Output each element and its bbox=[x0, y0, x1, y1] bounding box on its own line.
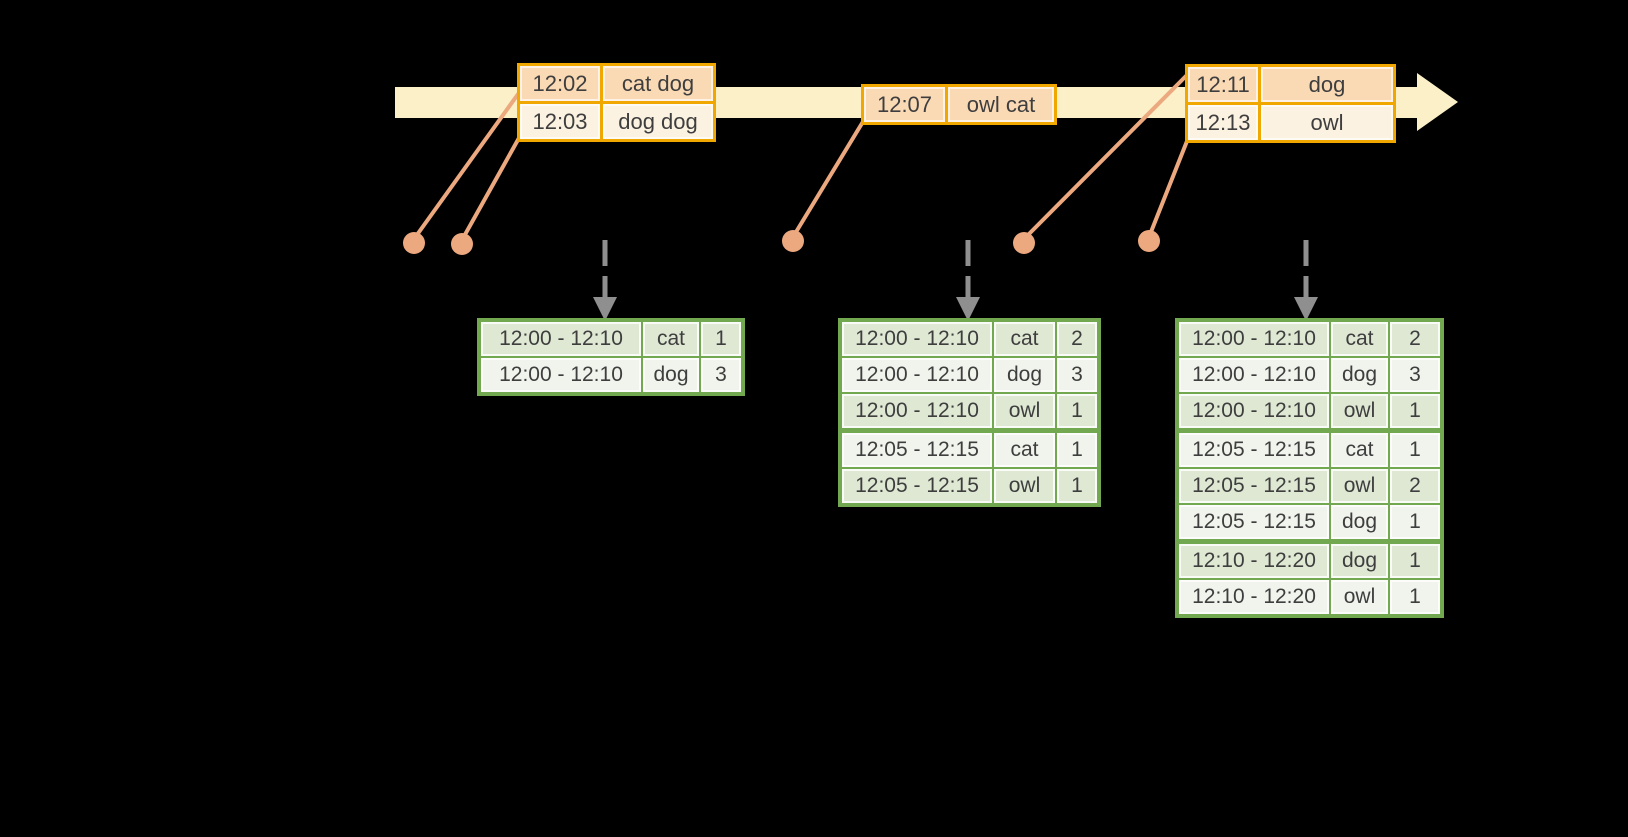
count-cell: 1 bbox=[1390, 394, 1440, 428]
word-cell: owl bbox=[994, 394, 1055, 428]
event-words-cell: dog dog bbox=[603, 104, 713, 139]
word-cell: dog bbox=[1331, 505, 1388, 539]
window-cell: 12:00 - 12:10 bbox=[481, 358, 641, 392]
event-time-cell: 12:03 bbox=[520, 104, 600, 139]
count-cell: 1 bbox=[1057, 433, 1097, 467]
word-cell: dog bbox=[994, 358, 1055, 392]
word-cell: cat bbox=[994, 433, 1055, 467]
word-cell: owl bbox=[994, 469, 1055, 503]
window-cell: 12:05 - 12:15 bbox=[842, 433, 992, 467]
count-cell: 1 bbox=[1390, 433, 1440, 467]
window-cell: 12:10 - 12:20 bbox=[1179, 544, 1329, 578]
window-cell: 12:05 - 12:15 bbox=[1179, 505, 1329, 539]
count-cell: 1 bbox=[1057, 394, 1097, 428]
word-cell: dog bbox=[1331, 544, 1388, 578]
window-cell: 12:05 - 12:15 bbox=[1179, 469, 1329, 503]
count-cell: 2 bbox=[1390, 322, 1440, 356]
count-cell: 2 bbox=[1057, 322, 1097, 356]
count-cell: 3 bbox=[1390, 358, 1440, 392]
word-cell: owl bbox=[1331, 469, 1388, 503]
window-cell: 12:00 - 12:10 bbox=[842, 322, 992, 356]
window-cell: 12:00 - 12:10 bbox=[481, 322, 641, 356]
event-time-cell: 12:07 bbox=[864, 87, 945, 122]
window-cell: 12:00 - 12:10 bbox=[1179, 322, 1329, 356]
event-words-cell: cat dog bbox=[603, 66, 713, 101]
count-cell: 3 bbox=[701, 358, 741, 392]
event-connector-line bbox=[460, 127, 526, 242]
event-dot bbox=[782, 230, 804, 252]
event-time-cell: 12:02 bbox=[520, 66, 600, 101]
timeline-arrowhead-icon bbox=[1417, 73, 1458, 131]
event-dot bbox=[451, 233, 473, 255]
window-cell: 12:05 - 12:15 bbox=[1179, 433, 1329, 467]
word-cell: cat bbox=[1331, 322, 1388, 356]
event-dot bbox=[1013, 232, 1035, 254]
event-words-cell: owl bbox=[1261, 105, 1393, 140]
window-cell: 12:00 - 12:10 bbox=[1179, 394, 1329, 428]
count-cell: 1 bbox=[1390, 505, 1440, 539]
event-time-cell: 12:11 bbox=[1188, 67, 1258, 102]
count-cell: 2 bbox=[1390, 469, 1440, 503]
window-cell: 12:00 - 12:10 bbox=[1179, 358, 1329, 392]
word-cell: owl bbox=[1331, 394, 1388, 428]
event-time-cell: 12:13 bbox=[1188, 105, 1258, 140]
window-cell: 12:10 - 12:20 bbox=[1179, 580, 1329, 614]
word-cell: owl bbox=[1331, 580, 1388, 614]
event-connector-line bbox=[791, 118, 866, 239]
count-cell: 1 bbox=[1057, 469, 1097, 503]
count-cell: 1 bbox=[701, 322, 741, 356]
word-cell: cat bbox=[1331, 433, 1388, 467]
count-cell: 1 bbox=[1390, 580, 1440, 614]
event-connector-line bbox=[1147, 129, 1193, 239]
word-cell: dog bbox=[643, 358, 699, 392]
event-dot bbox=[403, 232, 425, 254]
window-cell: 12:00 - 12:10 bbox=[842, 358, 992, 392]
event-words-cell: owl cat bbox=[948, 87, 1054, 122]
count-cell: 3 bbox=[1057, 358, 1097, 392]
word-cell: dog bbox=[1331, 358, 1388, 392]
window-cell: 12:00 - 12:10 bbox=[842, 394, 992, 428]
window-cell: 12:05 - 12:15 bbox=[842, 469, 992, 503]
word-cell: cat bbox=[643, 322, 699, 356]
count-cell: 1 bbox=[1390, 544, 1440, 578]
event-words-cell: dog bbox=[1261, 67, 1393, 102]
word-cell: cat bbox=[994, 322, 1055, 356]
event-dot bbox=[1138, 230, 1160, 252]
